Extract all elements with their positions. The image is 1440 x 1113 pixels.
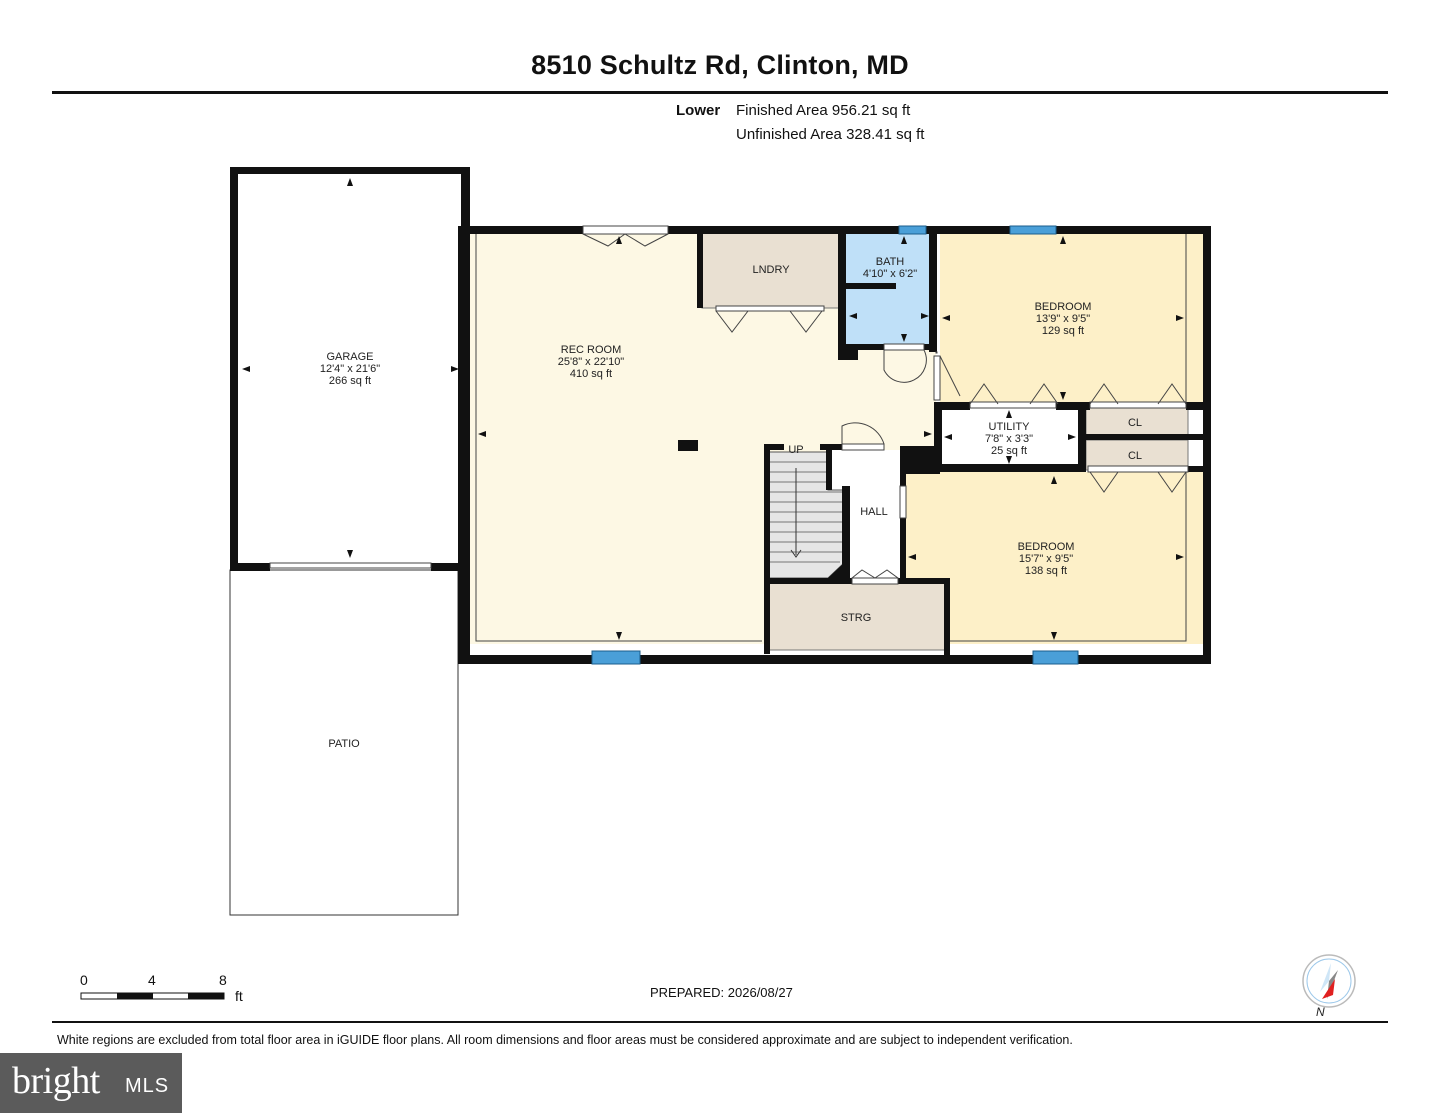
- bedroom1-dims: 13'9" x 9'5": [1036, 313, 1090, 325]
- level-label: Lower: [676, 102, 721, 119]
- closet2-name: CL: [1128, 450, 1142, 462]
- scale-tick-8: 8: [219, 972, 227, 988]
- hall-name: HALL: [860, 506, 888, 518]
- scale-unit: ft: [235, 988, 243, 1004]
- garage-area: [235, 172, 465, 568]
- bath-dims: 4'10" x 6'2": [863, 268, 917, 280]
- closet1-name: CL: [1128, 417, 1142, 429]
- disclaimer-text: White regions are excluded from total fl…: [57, 1033, 1073, 1047]
- patio-name: PATIO: [328, 738, 360, 750]
- logo-suffix: MLS: [125, 1075, 170, 1097]
- bright-mls-logo: bright MLS: [0, 1053, 182, 1113]
- finished-area: Finished Area 956.21 sq ft: [736, 102, 911, 119]
- bedroom2-area-text: 138 sq ft: [1025, 565, 1067, 577]
- bedroom2-name: BEDROOM: [1018, 541, 1075, 553]
- rec-room-dims: 25'8" x 22'10": [558, 356, 625, 368]
- walls: [230, 167, 1211, 664]
- header-rule: [52, 91, 1388, 94]
- stairs-label: UP: [788, 444, 803, 456]
- garage-area-text: 266 sq ft: [329, 375, 371, 387]
- windows: [591, 225, 1079, 665]
- dimension-markers: [242, 178, 1184, 640]
- bath-name: BATH: [876, 256, 905, 268]
- bedroom2-area: [905, 472, 1205, 644]
- rec-room-area-text: 410 sq ft: [570, 368, 612, 380]
- scale-bar: [80, 992, 225, 1000]
- prepared-date: PREPARED: 2026/08/27: [650, 985, 793, 1000]
- closet2-area: [1085, 439, 1189, 471]
- garage-dims: 12'4" x 21'6": [320, 363, 380, 375]
- compass-north-label: N: [1316, 1005, 1325, 1019]
- utility-name: UTILITY: [989, 421, 1031, 433]
- patio-area: [229, 569, 459, 916]
- bedroom2-dims: 15'7" x 9'5": [1019, 553, 1073, 565]
- utility-dims: 7'8" x 3'3": [985, 433, 1033, 445]
- bedroom1-name: BEDROOM: [1035, 301, 1092, 313]
- garage-name: GARAGE: [326, 351, 373, 363]
- logo-brand: bright: [12, 1060, 100, 1102]
- doors: [269, 225, 1189, 585]
- closet1-area: [1085, 405, 1189, 437]
- bedroom1-area-text: 129 sq ft: [1042, 325, 1084, 337]
- utility-area-text: 25 sq ft: [991, 445, 1027, 457]
- rec-room-name: REC ROOM: [561, 344, 622, 356]
- footer-rule: [52, 1021, 1388, 1023]
- scale-tick-0: 0: [80, 972, 88, 988]
- obstruction: [678, 440, 698, 451]
- inner-outlines: [475, 234, 1187, 642]
- unfinished-area: Unfinished Area 328.41 sq ft: [736, 126, 925, 143]
- laundry-name: LNDRY: [752, 264, 790, 276]
- compass-icon: [1302, 954, 1356, 1008]
- bedroom1-area: [940, 232, 1204, 404]
- scale-tick-4: 4: [148, 972, 156, 988]
- storage-name: STRG: [841, 612, 872, 624]
- page-title: 8510 Schultz Rd, Clinton, MD: [531, 50, 909, 80]
